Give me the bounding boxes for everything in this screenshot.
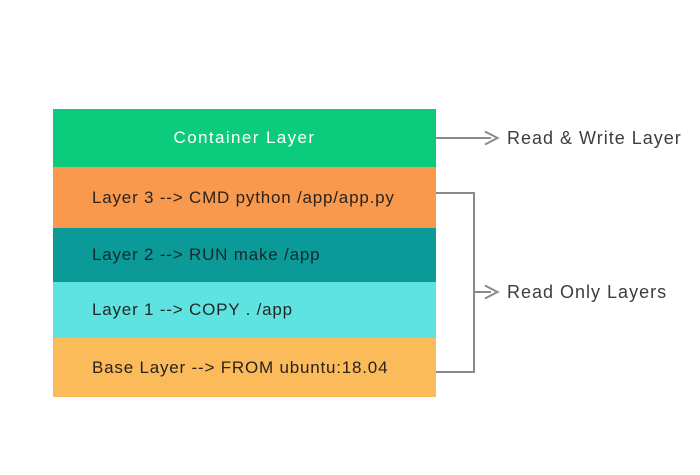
base-layer-label: Base Layer --> FROM ubuntu:18.04 xyxy=(92,357,389,377)
read-only-bracket xyxy=(436,192,475,373)
layer-3-box: Layer 3 --> CMD python /app/app.py xyxy=(53,167,436,228)
layer-1-label: Layer 1 --> COPY . /app xyxy=(92,300,293,319)
layer-1-box: Layer 1 --> COPY . /app xyxy=(53,282,436,338)
container-layer-label: Container Layer xyxy=(173,128,316,147)
base-layer-box: Base Layer --> FROM ubuntu:18.04 xyxy=(53,338,436,397)
layer-3-label: Layer 3 --> CMD python /app/app.py xyxy=(92,187,395,207)
layer-2-box: Layer 2 --> RUN make /app xyxy=(53,228,436,282)
read-only-layers-label: Read Only Layers xyxy=(507,282,668,302)
read-write-arrow-icon xyxy=(436,130,500,146)
container-layer-box: Container Layer xyxy=(53,109,436,167)
read-write-layer-label: Read & Write Layer xyxy=(507,128,682,148)
read-only-arrow-icon xyxy=(474,284,500,300)
layer-2-label: Layer 2 --> RUN make /app xyxy=(92,245,321,264)
